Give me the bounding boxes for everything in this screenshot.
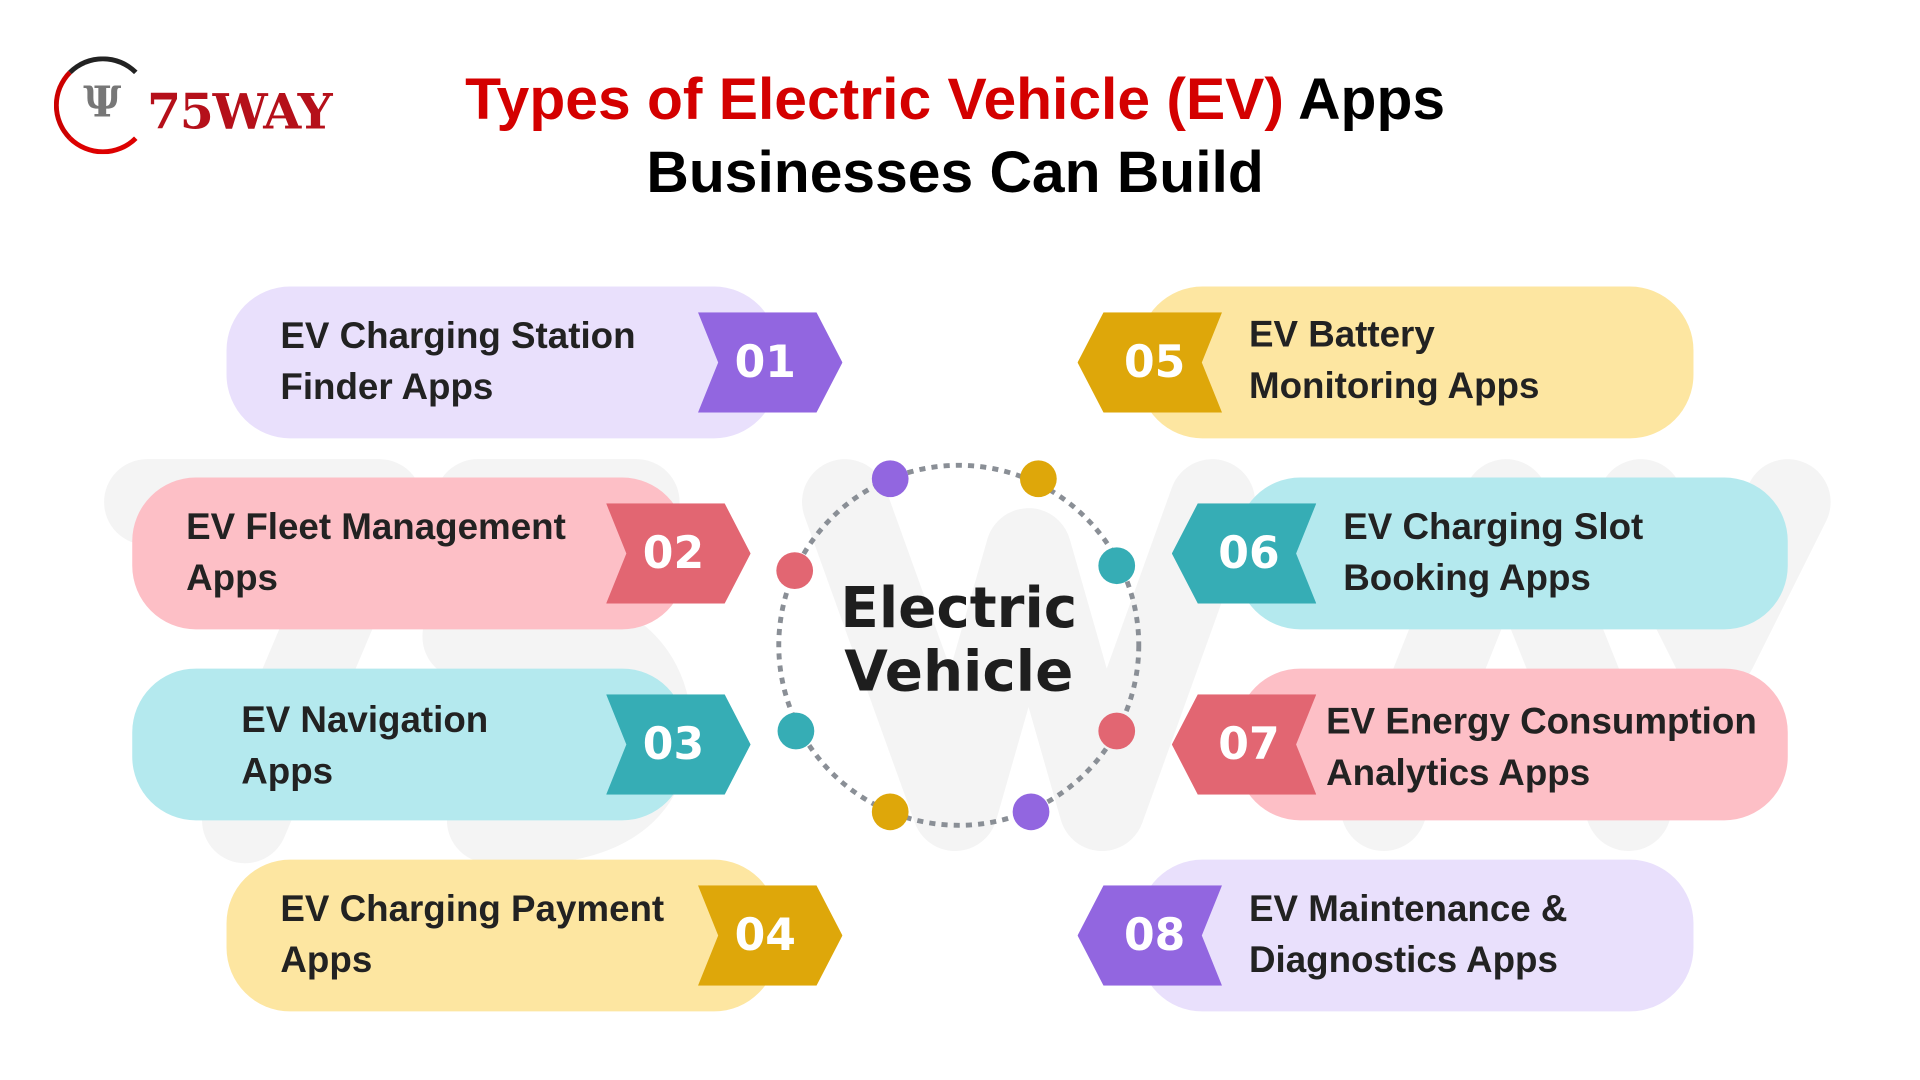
logo-mark-icon: Ψ: [83, 78, 122, 128]
item-number-badge: 06: [1171, 503, 1317, 604]
title-rest: Apps: [1283, 67, 1446, 133]
logo-text: 75WAY: [146, 83, 333, 141]
item-number-badge: 05: [1077, 312, 1223, 413]
page-title: Types of Electric Vehicle (EV) Apps: [343, 70, 1567, 130]
item-number-badge: 01: [697, 312, 843, 413]
item-label: EV Battery Monitoring Apps: [1248, 314, 1540, 407]
watermark-w-shape: [802, 459, 1256, 852]
item-label: EV Navigation Apps: [241, 700, 489, 793]
center-label: Electric Vehicle: [840, 574, 1078, 705]
item-card-01: [226, 286, 778, 439]
dotted-circle: [776, 462, 1142, 828]
item-number-badge: 03: [606, 694, 751, 795]
item-card-03: [132, 668, 686, 821]
title-highlight: Types of Electric Vehicle (EV): [465, 67, 1284, 133]
item-label: EV Energy Consumption Analytics Apps: [1326, 701, 1757, 794]
page-subtitle: Businesses Can Build: [646, 140, 1264, 206]
item-card-06: [1236, 477, 1788, 630]
ring-dot: [871, 460, 909, 498]
item-number-badge: 02: [606, 503, 751, 604]
item-card-04: [226, 859, 778, 1012]
logo: Ψ 75WAY: [53, 56, 348, 159]
ring-dot: [1098, 547, 1136, 585]
item-label: EV Fleet Management Apps: [186, 506, 566, 599]
item-label: EV Charging Slot Booking Apps: [1343, 506, 1644, 599]
ring-dot: [777, 712, 815, 750]
ring-dot: [871, 793, 909, 831]
item-card-07: [1236, 668, 1788, 821]
item-number-badge: 08: [1077, 885, 1223, 986]
item-card-05: [1138, 286, 1694, 439]
item-number-badge: 04: [697, 885, 843, 986]
ring-dot: [1098, 712, 1136, 750]
ring-dot: [1020, 460, 1057, 498]
item-label: EV Maintenance & Diagnostics Apps: [1248, 888, 1568, 981]
logo-ring-icon: [53, 56, 152, 155]
item-label: EV Charging Payment Apps: [280, 888, 665, 981]
item-label: EV Charging Station Finder Apps: [280, 315, 636, 408]
item-card-08: [1138, 859, 1694, 1012]
ring-dot: [776, 552, 814, 589]
item-card-02: [132, 477, 686, 630]
item-number-badge: 07: [1171, 694, 1317, 795]
ring-dot: [1012, 793, 1050, 831]
